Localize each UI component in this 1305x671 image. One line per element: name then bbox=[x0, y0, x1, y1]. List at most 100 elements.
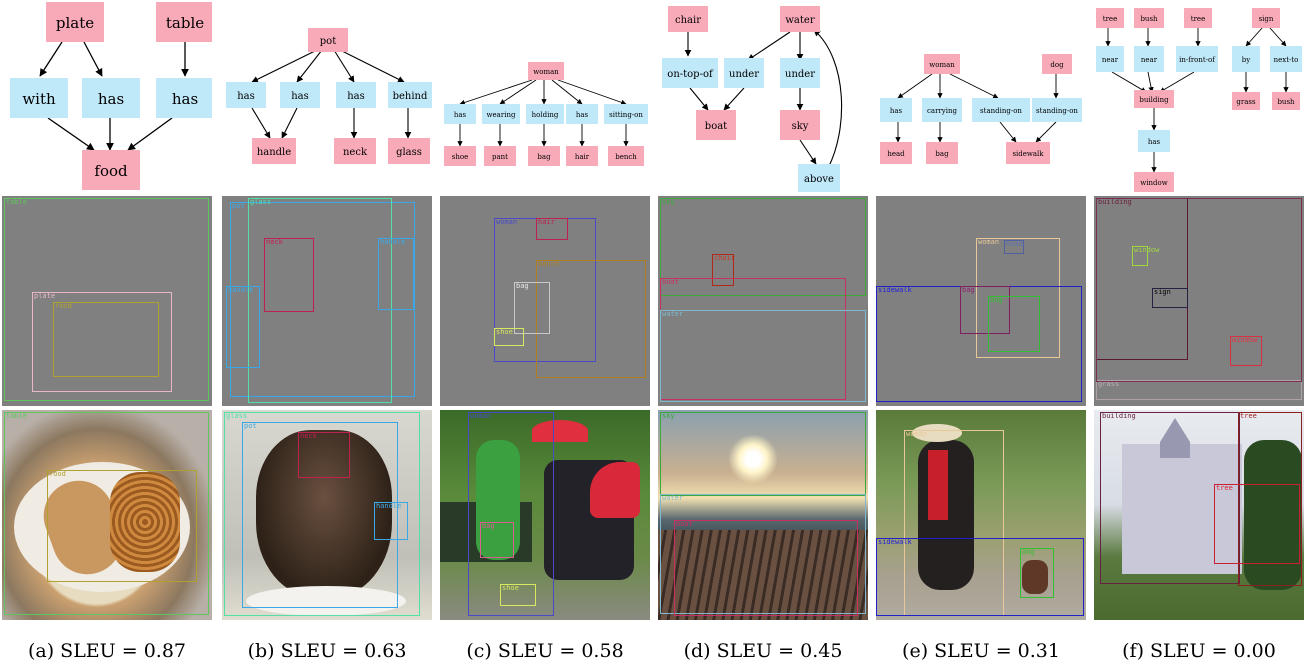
object-node: woman bbox=[528, 62, 564, 80]
svg-text:tree: tree bbox=[1191, 15, 1205, 23]
column-b: pot handle neck glass has has has behind… bbox=[222, 0, 432, 671]
svg-text:sky: sky bbox=[792, 121, 809, 132]
object-node: sign bbox=[1252, 8, 1280, 28]
svg-text:sign: sign bbox=[1259, 15, 1274, 23]
svg-text:above: above bbox=[804, 174, 834, 185]
column-f: tree bush tree sign building grass bush … bbox=[1094, 0, 1304, 671]
svg-text:carrying: carrying bbox=[927, 107, 957, 115]
bbox: shoe bbox=[494, 328, 524, 346]
relation-node: under bbox=[724, 58, 764, 88]
relation-node: has bbox=[566, 104, 598, 124]
svg-text:woman: woman bbox=[929, 61, 955, 69]
caption: (d) SLEU = 0.45 bbox=[683, 640, 843, 662]
object-node: bag bbox=[926, 142, 958, 164]
rings-shape bbox=[110, 472, 180, 572]
svg-text:near: near bbox=[1141, 56, 1158, 64]
svg-text:dog: dog bbox=[1050, 61, 1064, 69]
svg-text:head: head bbox=[887, 150, 905, 158]
column-e: woman dog head bag sidewalk has carrying… bbox=[876, 0, 1086, 671]
photo-a: table food bbox=[2, 410, 212, 620]
layout-a: table plate food bbox=[2, 196, 212, 406]
relation-node: has bbox=[444, 104, 476, 124]
relation-node: standing-on bbox=[972, 98, 1030, 122]
relation-node: above bbox=[798, 164, 840, 192]
umbrella-shape bbox=[532, 420, 588, 442]
relation-node: near bbox=[1096, 46, 1124, 72]
object-node: sky bbox=[780, 110, 820, 140]
layout-e: woman head sidewalk bag dog bbox=[876, 196, 1086, 406]
house-shape bbox=[1122, 444, 1242, 574]
scene-graph-a: plate table food with has has bbox=[10, 2, 212, 190]
svg-text:behind: behind bbox=[393, 91, 428, 102]
svg-text:plate: plate bbox=[56, 14, 94, 32]
layout-f: building window sign window grass bbox=[1094, 196, 1304, 406]
svg-text:under: under bbox=[729, 69, 759, 80]
bbox: pot bbox=[230, 202, 415, 397]
bbox: sky bbox=[660, 412, 866, 496]
column-d: chair water boat sky on-top-of under und… bbox=[658, 0, 868, 671]
object-node: pant bbox=[484, 146, 516, 166]
svg-text:chair: chair bbox=[675, 15, 701, 26]
bbox: tree bbox=[1214, 484, 1300, 564]
object-node: tree bbox=[1184, 8, 1212, 28]
bbox: pot bbox=[242, 422, 398, 608]
relation-node: on-top-of bbox=[662, 58, 718, 88]
svg-text:next-to: next-to bbox=[1274, 56, 1299, 64]
base-shape bbox=[246, 586, 406, 616]
svg-text:in-front-of: in-front-of bbox=[1179, 56, 1216, 64]
svg-text:bag: bag bbox=[537, 153, 551, 161]
bbox: table bbox=[4, 198, 209, 401]
svg-text:near: near bbox=[1102, 56, 1119, 64]
object-node: building bbox=[1134, 90, 1174, 108]
svg-text:has: has bbox=[347, 91, 365, 102]
svg-text:has: has bbox=[1148, 138, 1161, 146]
relation-node: under bbox=[780, 58, 820, 88]
svg-text:has: has bbox=[454, 111, 467, 119]
svg-text:with: with bbox=[22, 90, 56, 108]
object-node: woman bbox=[924, 54, 960, 74]
svg-text:sitting-on: sitting-on bbox=[609, 111, 643, 119]
bbox: building bbox=[1100, 412, 1240, 584]
bbox: sky bbox=[660, 198, 866, 296]
bbox: bench bbox=[536, 260, 646, 378]
relation-node: in-front-of bbox=[1176, 46, 1218, 72]
relation-node: sitting-on bbox=[604, 104, 648, 124]
bbox: bag bbox=[960, 286, 1010, 334]
caption: (e) SLEU = 0.31 bbox=[902, 640, 1060, 662]
photo-b: glass pot neck handle bbox=[222, 410, 432, 620]
svg-text:window: window bbox=[1140, 179, 1167, 187]
bbox: glass bbox=[224, 412, 420, 616]
scene-graph-b: pot handle neck glass has has has behind bbox=[226, 28, 432, 164]
relation-node: has bbox=[336, 82, 376, 108]
svg-text:under: under bbox=[785, 69, 815, 80]
bbox: woman bbox=[468, 412, 554, 616]
bbox: hair bbox=[536, 218, 568, 240]
svg-text:bag: bag bbox=[935, 150, 949, 158]
bbox: sidewalk bbox=[876, 538, 1084, 616]
relation-node: has bbox=[226, 82, 266, 108]
object-node: food bbox=[82, 150, 140, 190]
svg-text:has: has bbox=[890, 107, 903, 115]
bbox: plate bbox=[32, 292, 172, 392]
svg-text:handle: handle bbox=[257, 147, 291, 158]
photo-e: woman sidewalk dog bbox=[876, 410, 1086, 620]
svg-text:grass: grass bbox=[1236, 98, 1256, 106]
relation-node: has bbox=[280, 82, 320, 108]
scene-graph-c: woman shoe pant bag hair bench has weari… bbox=[444, 62, 648, 166]
caption: (a) SLEU = 0.87 bbox=[27, 640, 186, 662]
tree-shape bbox=[1244, 440, 1302, 590]
bbox: boat bbox=[674, 520, 858, 616]
caption: (c) SLEU = 0.58 bbox=[466, 640, 624, 662]
bbox: window bbox=[1230, 336, 1262, 366]
svg-text:has: has bbox=[98, 90, 124, 108]
svg-text:water: water bbox=[785, 15, 814, 26]
stroller-canopy bbox=[590, 462, 640, 518]
photo-d: sky water boat bbox=[658, 410, 868, 620]
object-node: sidewalk bbox=[1006, 142, 1050, 164]
bbox: head bbox=[1004, 240, 1024, 254]
object-node: window bbox=[1134, 172, 1174, 192]
svg-text:bush: bush bbox=[1140, 15, 1158, 23]
svg-text:bush: bush bbox=[1277, 98, 1295, 106]
object-node: pot bbox=[308, 28, 348, 52]
object-node: plate bbox=[46, 2, 104, 42]
